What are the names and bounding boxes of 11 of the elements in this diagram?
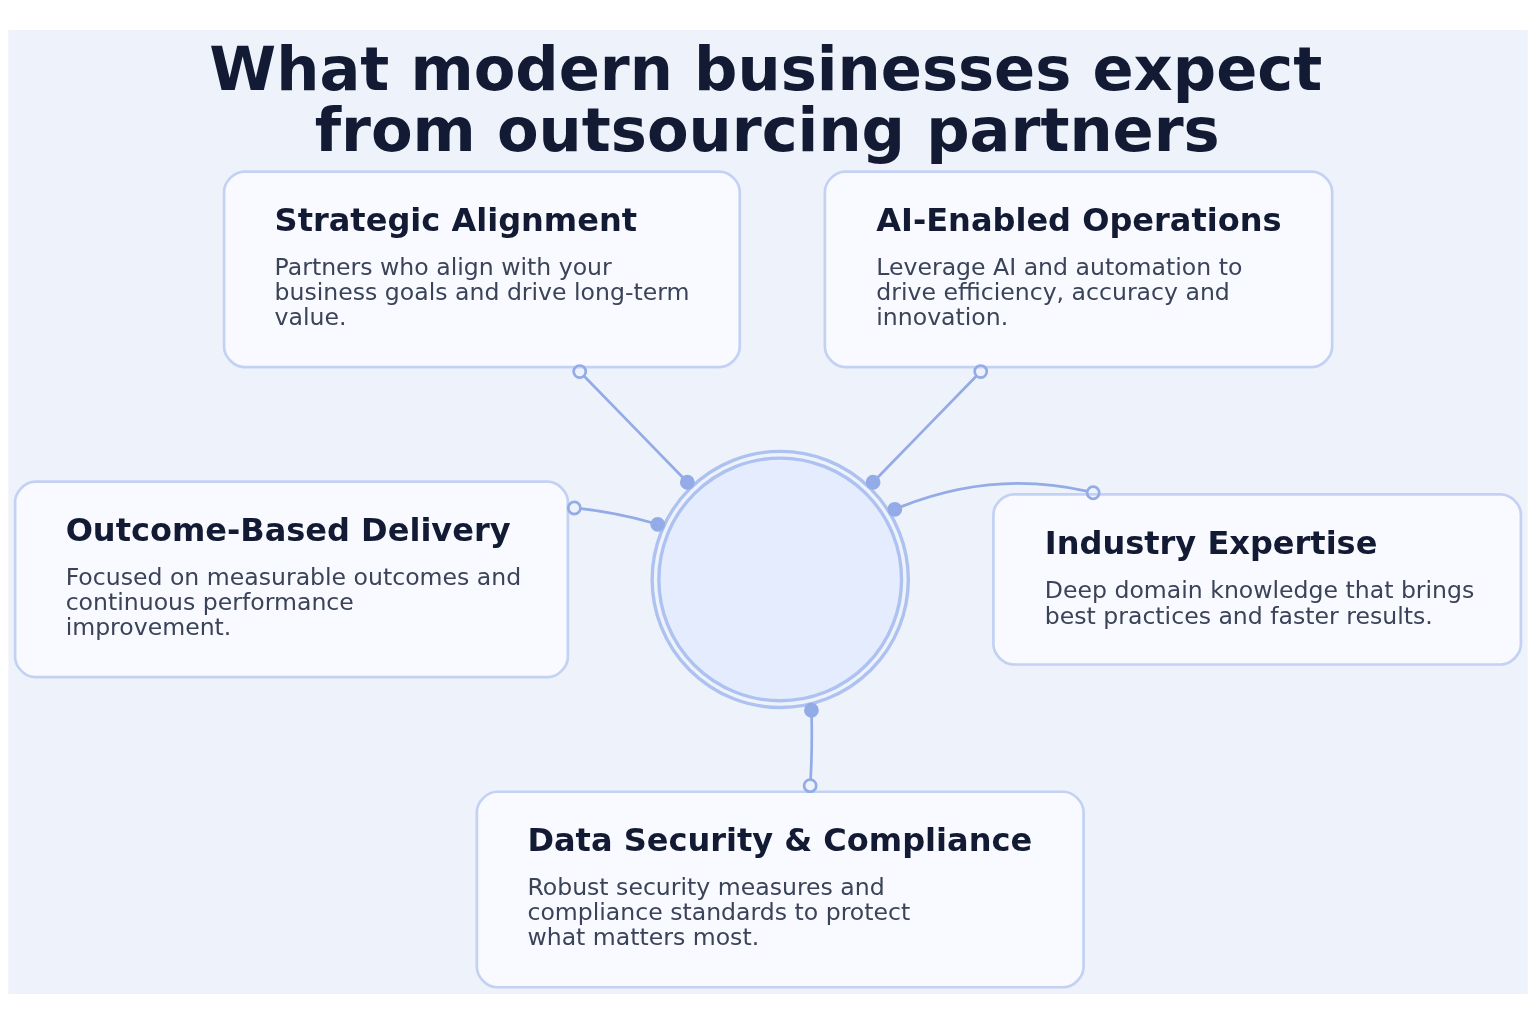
connector	[887, 482, 1101, 517]
connector	[802, 702, 819, 794]
diagram-title: What modern businesses expect from outsourcing partners	[209, 34, 1323, 166]
connector	[566, 500, 666, 532]
connector	[865, 364, 989, 490]
connector	[572, 364, 695, 490]
node-box: Outcome-Based Delivery Focused on measurable outcomes and continuous performance improvement.	[13, 480, 570, 679]
node-box: AI-Enabled Operations Leverage AI and automation to drive efficiency, accuracy and innovation.	[823, 170, 1334, 369]
node-box: Strategic Alignment Partners who align with your business goals and drive long-term value.	[222, 170, 742, 369]
node-box: Industry Expertise Deep domain knowledge that brings best practices and faster results.	[992, 492, 1523, 666]
node-box: Data Security & Compliance Robust security measures and compliance standards to protect what matters most.	[475, 790, 1085, 989]
